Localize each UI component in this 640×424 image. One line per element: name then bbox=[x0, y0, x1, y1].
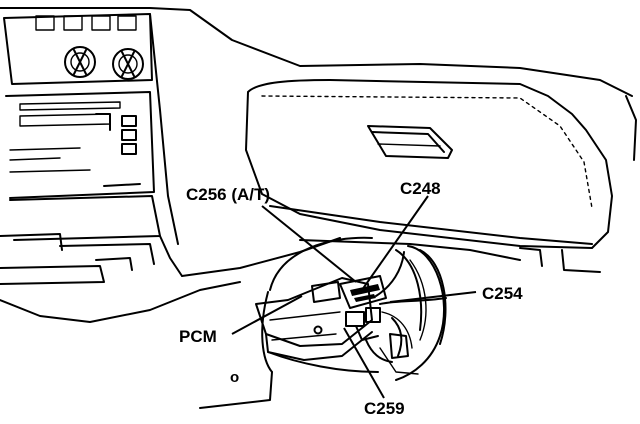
callout-pcm: PCM bbox=[179, 327, 217, 346]
connector-block bbox=[339, 275, 387, 341]
instrument-panel bbox=[0, 7, 633, 323]
glove-box bbox=[245, 79, 637, 273]
pcm-module bbox=[255, 275, 387, 361]
hvac-knob-left bbox=[64, 46, 96, 78]
leader-c248 bbox=[361, 195, 429, 291]
wiring-harness bbox=[365, 251, 447, 375]
leader-lines bbox=[231, 195, 477, 399]
leader-c254 bbox=[389, 291, 477, 303]
leader-pcm bbox=[231, 295, 303, 335]
callout-c259: C259 bbox=[364, 399, 405, 418]
callout-c254: C254 bbox=[482, 284, 523, 303]
glove-box-handle bbox=[367, 125, 453, 159]
pcm-mounting-area bbox=[199, 236, 521, 409]
callout-c248: C248 bbox=[400, 179, 441, 198]
leader-c256 bbox=[261, 205, 357, 283]
callout-small-o: o bbox=[230, 369, 240, 386]
hvac-knob-right bbox=[112, 48, 144, 80]
callout-c256-at: C256 (A/T) bbox=[186, 185, 271, 204]
leader-c259 bbox=[343, 327, 385, 399]
